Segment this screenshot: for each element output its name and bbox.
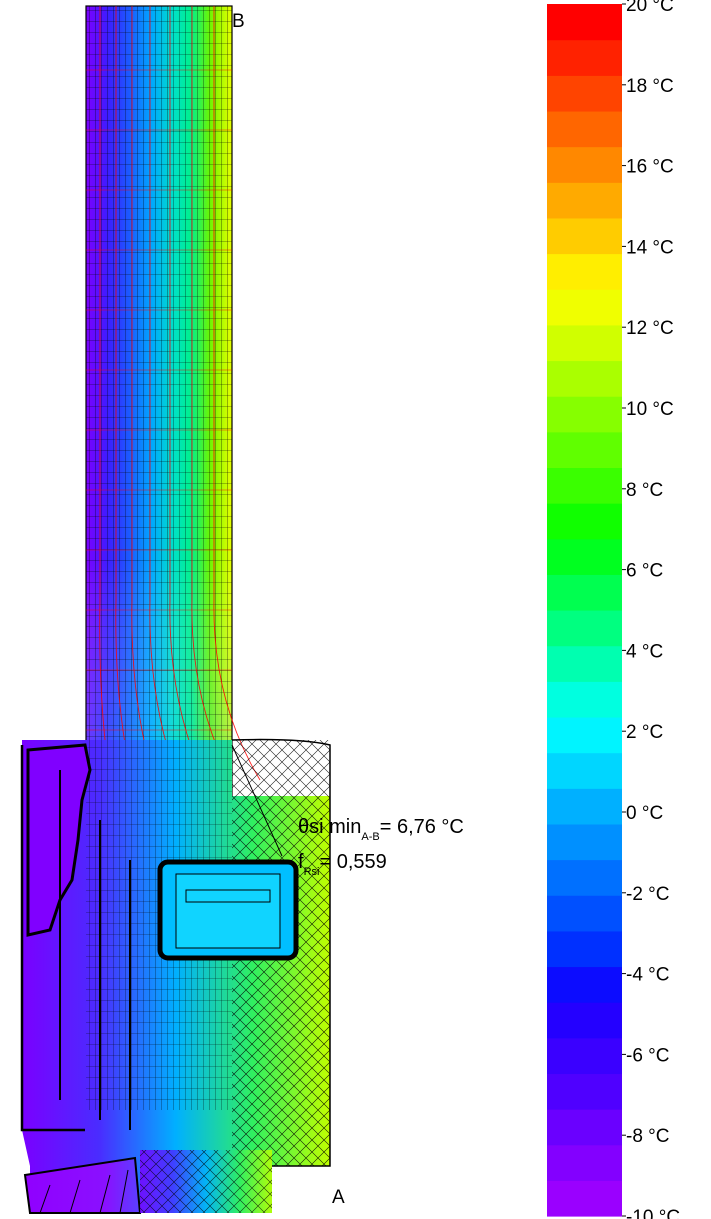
legend-color-band [547, 1037, 622, 1075]
legend-color-band [547, 75, 622, 112]
legend-color-band [547, 574, 622, 611]
legend-color-band [547, 253, 622, 290]
legend-tick-label: 10 °C [626, 399, 674, 420]
legend-color-band [547, 146, 622, 183]
legend-color-band [547, 1002, 622, 1039]
svg-text:θsi minA-B= 6,76 °C: θsi minA-B= 6,76 °C [298, 816, 464, 843]
theta-min-value: = 6,76 °C [380, 816, 464, 838]
legend-tick-label: 20 °C [626, 0, 674, 16]
legend-tick-label: -2 °C [626, 884, 670, 905]
legend-tick-label: 16 °C [626, 157, 674, 178]
legend-color-band [547, 859, 622, 896]
legend-tick-label: -6 °C [626, 1045, 670, 1066]
theta-min-label: θsi min [298, 816, 361, 838]
theta-min-subscript: A-B [361, 831, 379, 843]
legend-tick-label: 12 °C [626, 318, 674, 339]
legend-color-band [547, 503, 622, 540]
frsi-value: = 0,559 [319, 851, 386, 873]
svg-text:fRsi= 0,559: fRsi= 0,559 [298, 851, 387, 878]
legend-color-band [547, 538, 622, 575]
legend-color-band [547, 431, 622, 469]
legend-tick-label: 6 °C [626, 561, 663, 582]
legend-color-band [547, 1144, 622, 1181]
legend-tick-label: 18 °C [626, 76, 674, 97]
legend-color-band [547, 610, 622, 647]
wall-section [85, 5, 261, 797]
legend-tick-label: -8 °C [626, 1126, 670, 1147]
point-b-label: B [232, 11, 245, 32]
legend-color-band [547, 823, 622, 861]
legend-color-band [547, 645, 622, 682]
legend-color-band [547, 1109, 622, 1146]
legend-color-band [547, 681, 622, 718]
legend-color-band [547, 1073, 622, 1110]
legend-color-band [547, 217, 622, 255]
frsi-subscript: Rsi [304, 866, 320, 878]
legend-tick-label: 14 °C [626, 237, 674, 258]
legend-color-band [547, 716, 622, 754]
legend-color-band [547, 752, 622, 789]
window-frame-section [20, 738, 331, 1214]
legend-color-band [547, 467, 622, 504]
wall-mesh [86, 6, 232, 796]
legend-color-band [547, 966, 622, 1003]
legend-color-band [547, 39, 622, 76]
legend-tick-label: 4 °C [626, 641, 663, 662]
legend-tick-label: 2 °C [626, 722, 663, 743]
legend-color-band [547, 930, 622, 968]
point-a-label: A [332, 1187, 345, 1208]
legend-color-band [547, 324, 622, 362]
legend-tick-label: 8 °C [626, 480, 663, 501]
legend-tick-label: -10 °C [626, 1207, 680, 1219]
minimum-point-leader [231, 744, 283, 857]
legend-color-band [547, 4, 622, 41]
legend-color-band [547, 182, 622, 219]
frsi-label: f [298, 851, 304, 873]
legend-color-band [547, 360, 622, 397]
legend-color-band [547, 788, 622, 825]
legend-tick-label: 0 °C [626, 803, 663, 824]
legend-color-band [547, 1180, 622, 1217]
legend-color-band [547, 110, 622, 148]
legend-color-band [547, 396, 622, 433]
legend-tick-label: -4 °C [626, 965, 670, 986]
legend-color-band [547, 895, 622, 932]
temperature-legend: -10 °C -8 °C -6 °C -4 °C -2 °C 0 °C 2 °C 4 °C 6 … [547, 0, 680, 1219]
result-annotation: θsi minA-B= 6,76 °C fRsi= 0,559 [298, 816, 464, 878]
legend-color-band [547, 289, 622, 326]
